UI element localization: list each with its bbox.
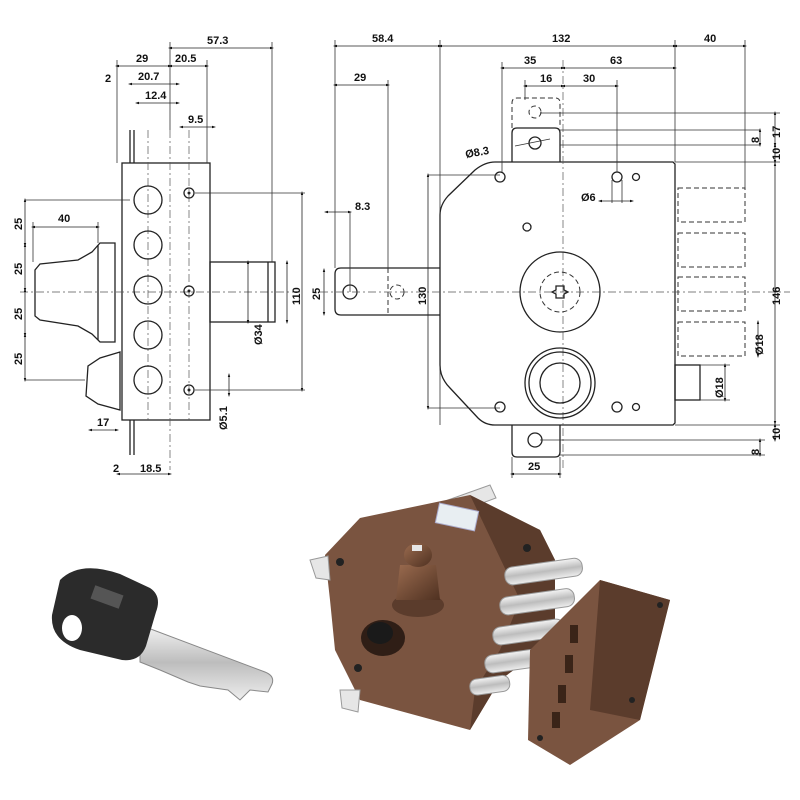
dim-top-8: 8 (750, 137, 762, 143)
front-view: 58.4 29 8.3 25 130 (311, 33, 790, 478)
dim-strike-hole-offset: 29 (354, 72, 366, 84)
strike-box-image (528, 580, 670, 765)
bolt-hole (133, 185, 163, 215)
dim-tab-to-edge: 63 (610, 55, 622, 67)
dim-tab-hole-diameter: Ø8.3 (464, 145, 490, 161)
cylinder-rosette (519, 251, 601, 333)
dim-knob-base: 17 (97, 417, 109, 429)
top-tab-alt-position (511, 97, 561, 128)
dim-fixing-hole-diameter: Ø6 (581, 192, 596, 204)
latch (674, 364, 701, 401)
dim-bolt-diameter: Ø18 (754, 334, 766, 355)
dim-bottom-10: 10 (771, 428, 783, 440)
side-tab-photo (309, 555, 331, 581)
lock-case (439, 161, 676, 426)
fixing-hole (494, 401, 506, 413)
fixing-hole (494, 171, 506, 183)
dim-top-17: 17 (771, 126, 783, 138)
knob-rosette (524, 347, 596, 419)
dim-bottom-8: 8 (750, 449, 762, 455)
dim-bolt-offset: 20.5 (175, 53, 196, 65)
strike-plate-profile (334, 267, 440, 316)
key-blade (139, 624, 274, 701)
bolt-photo (504, 557, 583, 586)
dim-tab-offset: 35 (524, 55, 536, 67)
lock-image (309, 484, 583, 730)
key-ring-hole (62, 615, 82, 641)
bolt-hole (133, 365, 163, 395)
top-tab-alt-hole (528, 105, 542, 119)
dim-hole-offset: 16 (540, 73, 552, 85)
dim-bolt-pitch: 25 (13, 308, 25, 320)
key-head (51, 568, 158, 661)
lower-knob (85, 351, 121, 411)
keyhole-icon (550, 285, 570, 299)
dim-hole-spacing: 30 (583, 73, 595, 85)
dim-top-10: 10 (771, 148, 783, 160)
product-photo (51, 484, 670, 765)
dim-strike-depth: 58.4 (372, 33, 394, 45)
dim-bolt-throw: 40 (704, 33, 716, 45)
latch-photo (469, 674, 511, 696)
dim-cylinder-axis: 12.4 (145, 90, 167, 102)
side-view: 57.3 29 20.5 2 20.7 12.4 9.5 25 25 25 25… (13, 35, 305, 476)
dim-plate-thickness-bottom: 2 (113, 463, 119, 475)
dim-bolt-pitch: 25 (13, 353, 25, 365)
dim-latch-diameter: Ø18 (714, 377, 726, 398)
cylinder-hidden (539, 271, 581, 313)
lower-knob-photo (361, 620, 405, 656)
dim-bolt-axis: 20.7 (138, 71, 159, 83)
dim-strike-span: 130 (417, 287, 429, 305)
bolt-hole (133, 275, 163, 305)
dim-strike-height: 25 (311, 288, 323, 300)
bottom-tab-hole (527, 432, 543, 448)
key-image (51, 568, 274, 701)
dim-bolt-pitch: 25 (13, 218, 25, 230)
dim-case-width: 132 (552, 33, 570, 45)
screw (183, 285, 195, 297)
lock-case-side (121, 162, 211, 421)
screw (183, 384, 195, 396)
screw (183, 187, 195, 199)
dim-screw-span: 110 (291, 287, 303, 305)
dim-body-width: 29 (136, 53, 148, 65)
bolt-holes (133, 185, 163, 395)
bolt (677, 321, 746, 357)
strike-box-face (590, 580, 670, 720)
bolt (677, 187, 746, 223)
bolt (677, 232, 746, 268)
knob-rosette-ring (528, 351, 592, 415)
dim-screw-diameter: Ø5.1 (218, 406, 230, 430)
screws (183, 187, 195, 396)
fixing-hole (631, 172, 641, 182)
fixing-hole (631, 402, 641, 412)
dim-strike-hole-diameter: 8.3 (355, 201, 370, 213)
bottom-tab (511, 425, 561, 458)
brand-label (434, 502, 480, 532)
cylinder-knob (34, 242, 116, 343)
dim-overall-depth: 57.3 (207, 35, 228, 47)
bolt-side (209, 261, 276, 323)
bolt-photo (499, 588, 575, 616)
cylinder-knob-photo (392, 543, 444, 617)
key-logo (90, 585, 124, 609)
dim-tab-width: 25 (528, 461, 540, 473)
dim-backset-bottom: 18.5 (140, 463, 161, 475)
knob-center (539, 362, 581, 404)
fixing-hole (611, 401, 623, 413)
dim-case-height: 146 (771, 287, 783, 305)
dim-bolt-pitch: 25 (13, 263, 25, 275)
bolt-hole (133, 320, 163, 350)
dim-plate-thickness-top: 2 (105, 73, 111, 85)
bottom-tab-photo (339, 689, 361, 713)
bolt (677, 276, 746, 312)
bolt-hole (133, 230, 163, 260)
bolts-hidden (677, 187, 746, 357)
fixing-hole (522, 222, 532, 232)
dim-knob-length: 40 (58, 213, 70, 225)
dim-screw-offset: 9.5 (188, 114, 203, 126)
top-tab (511, 127, 561, 162)
dim-bolt-diameter: Ø34 (253, 323, 265, 345)
fixing-hole (611, 171, 623, 183)
